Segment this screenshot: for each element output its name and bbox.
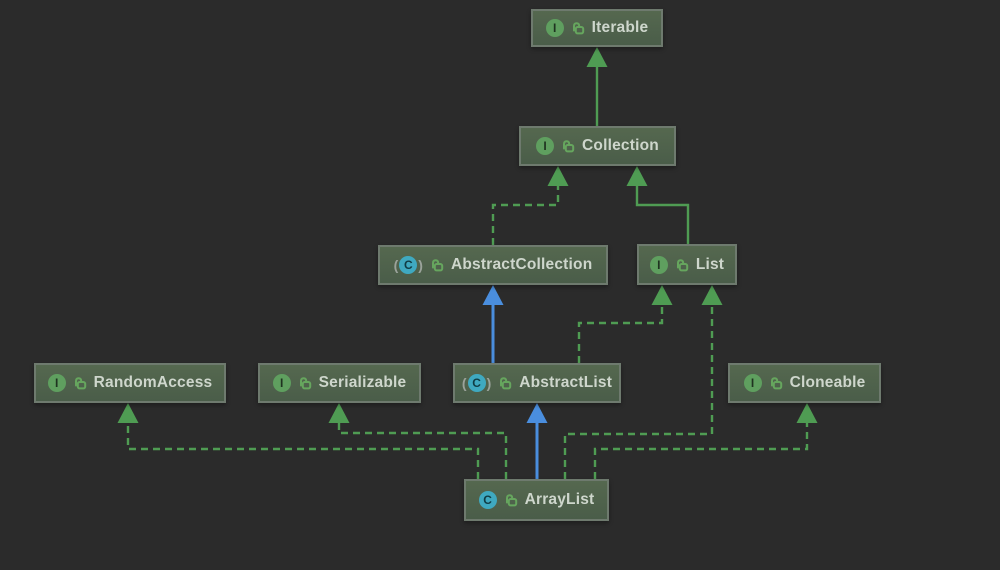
abstract-class-icon: (C) <box>461 374 492 392</box>
node-label: Collection <box>582 137 659 154</box>
edge-arraylist-to-list-implements <box>563 303 714 479</box>
node-label: RandomAccess <box>93 374 213 391</box>
arrowhead-abstractcollection-to-collection <box>547 166 569 186</box>
node-iterable[interactable]: I Iterable <box>531 9 663 47</box>
public-lock-icon <box>500 377 512 390</box>
node-collection[interactable]: I Collection <box>519 126 676 166</box>
arrowhead-abstractlist-to-abstractcollection <box>482 285 504 305</box>
edge-list-to-collection-extends <box>635 184 690 244</box>
node-randomaccess[interactable]: I RandomAccess <box>34 363 226 403</box>
node-label: ArrayList <box>524 491 595 508</box>
node-label: AbstractList <box>519 374 613 391</box>
node-label: List <box>695 255 725 273</box>
public-lock-icon <box>563 140 575 153</box>
class-badge: C <box>467 374 486 392</box>
node-cloneable[interactable]: I Cloneable <box>728 363 881 403</box>
public-lock-icon <box>299 377 311 390</box>
node-label: Cloneable <box>789 374 866 391</box>
interface-icon: I <box>545 19 564 37</box>
edge-abstractcollection-to-collection-implements <box>491 184 560 245</box>
arrowhead-arraylist-to-serializable <box>328 403 350 423</box>
node-label: Serializable <box>318 374 407 391</box>
arrowhead-arraylist-to-cloneable <box>796 403 818 423</box>
arrowhead-list-to-collection <box>626 166 648 186</box>
arrowhead-arraylist-to-randomaccess <box>117 403 139 423</box>
arrowhead-collection-to-iterable <box>586 47 608 67</box>
edge-abstractlist-to-list-implements <box>577 303 664 363</box>
interface-icon: I <box>47 374 66 392</box>
node-label: Iterable <box>591 19 649 36</box>
arrowhead-abstractlist-to-list <box>651 285 673 305</box>
interface-icon: I <box>743 374 762 392</box>
public-lock-icon <box>676 258 689 271</box>
node-abstractcollection[interactable]: (C) AbstractCollection <box>378 245 608 285</box>
class-icon: C <box>478 491 497 509</box>
node-arraylist[interactable]: C ArrayList <box>464 479 609 521</box>
node-label: AbstractCollection <box>450 256 593 273</box>
edge-arraylist-to-serializable-implements <box>337 421 508 479</box>
interface-icon: I <box>272 374 291 392</box>
public-lock-icon <box>74 377 86 390</box>
edge-arraylist-to-cloneable-implements <box>593 421 809 479</box>
public-lock-icon <box>505 494 517 507</box>
node-abstractlist[interactable]: (C) AbstractList <box>453 363 621 403</box>
arrowhead-arraylist-to-list <box>701 285 723 305</box>
public-lock-icon <box>572 22 584 35</box>
public-lock-icon <box>431 259 444 272</box>
arrowhead-arraylist-to-abstractlist <box>526 403 548 423</box>
interface-icon: I <box>649 255 668 274</box>
interface-icon: I <box>536 137 555 155</box>
node-serializable[interactable]: I Serializable <box>258 363 421 403</box>
edge-arraylist-to-randomaccess-implements <box>126 421 480 479</box>
public-lock-icon <box>770 377 782 390</box>
abstract-class-icon: (C) <box>393 256 423 274</box>
node-list[interactable]: I List <box>637 244 737 285</box>
class-badge: C <box>399 256 418 274</box>
